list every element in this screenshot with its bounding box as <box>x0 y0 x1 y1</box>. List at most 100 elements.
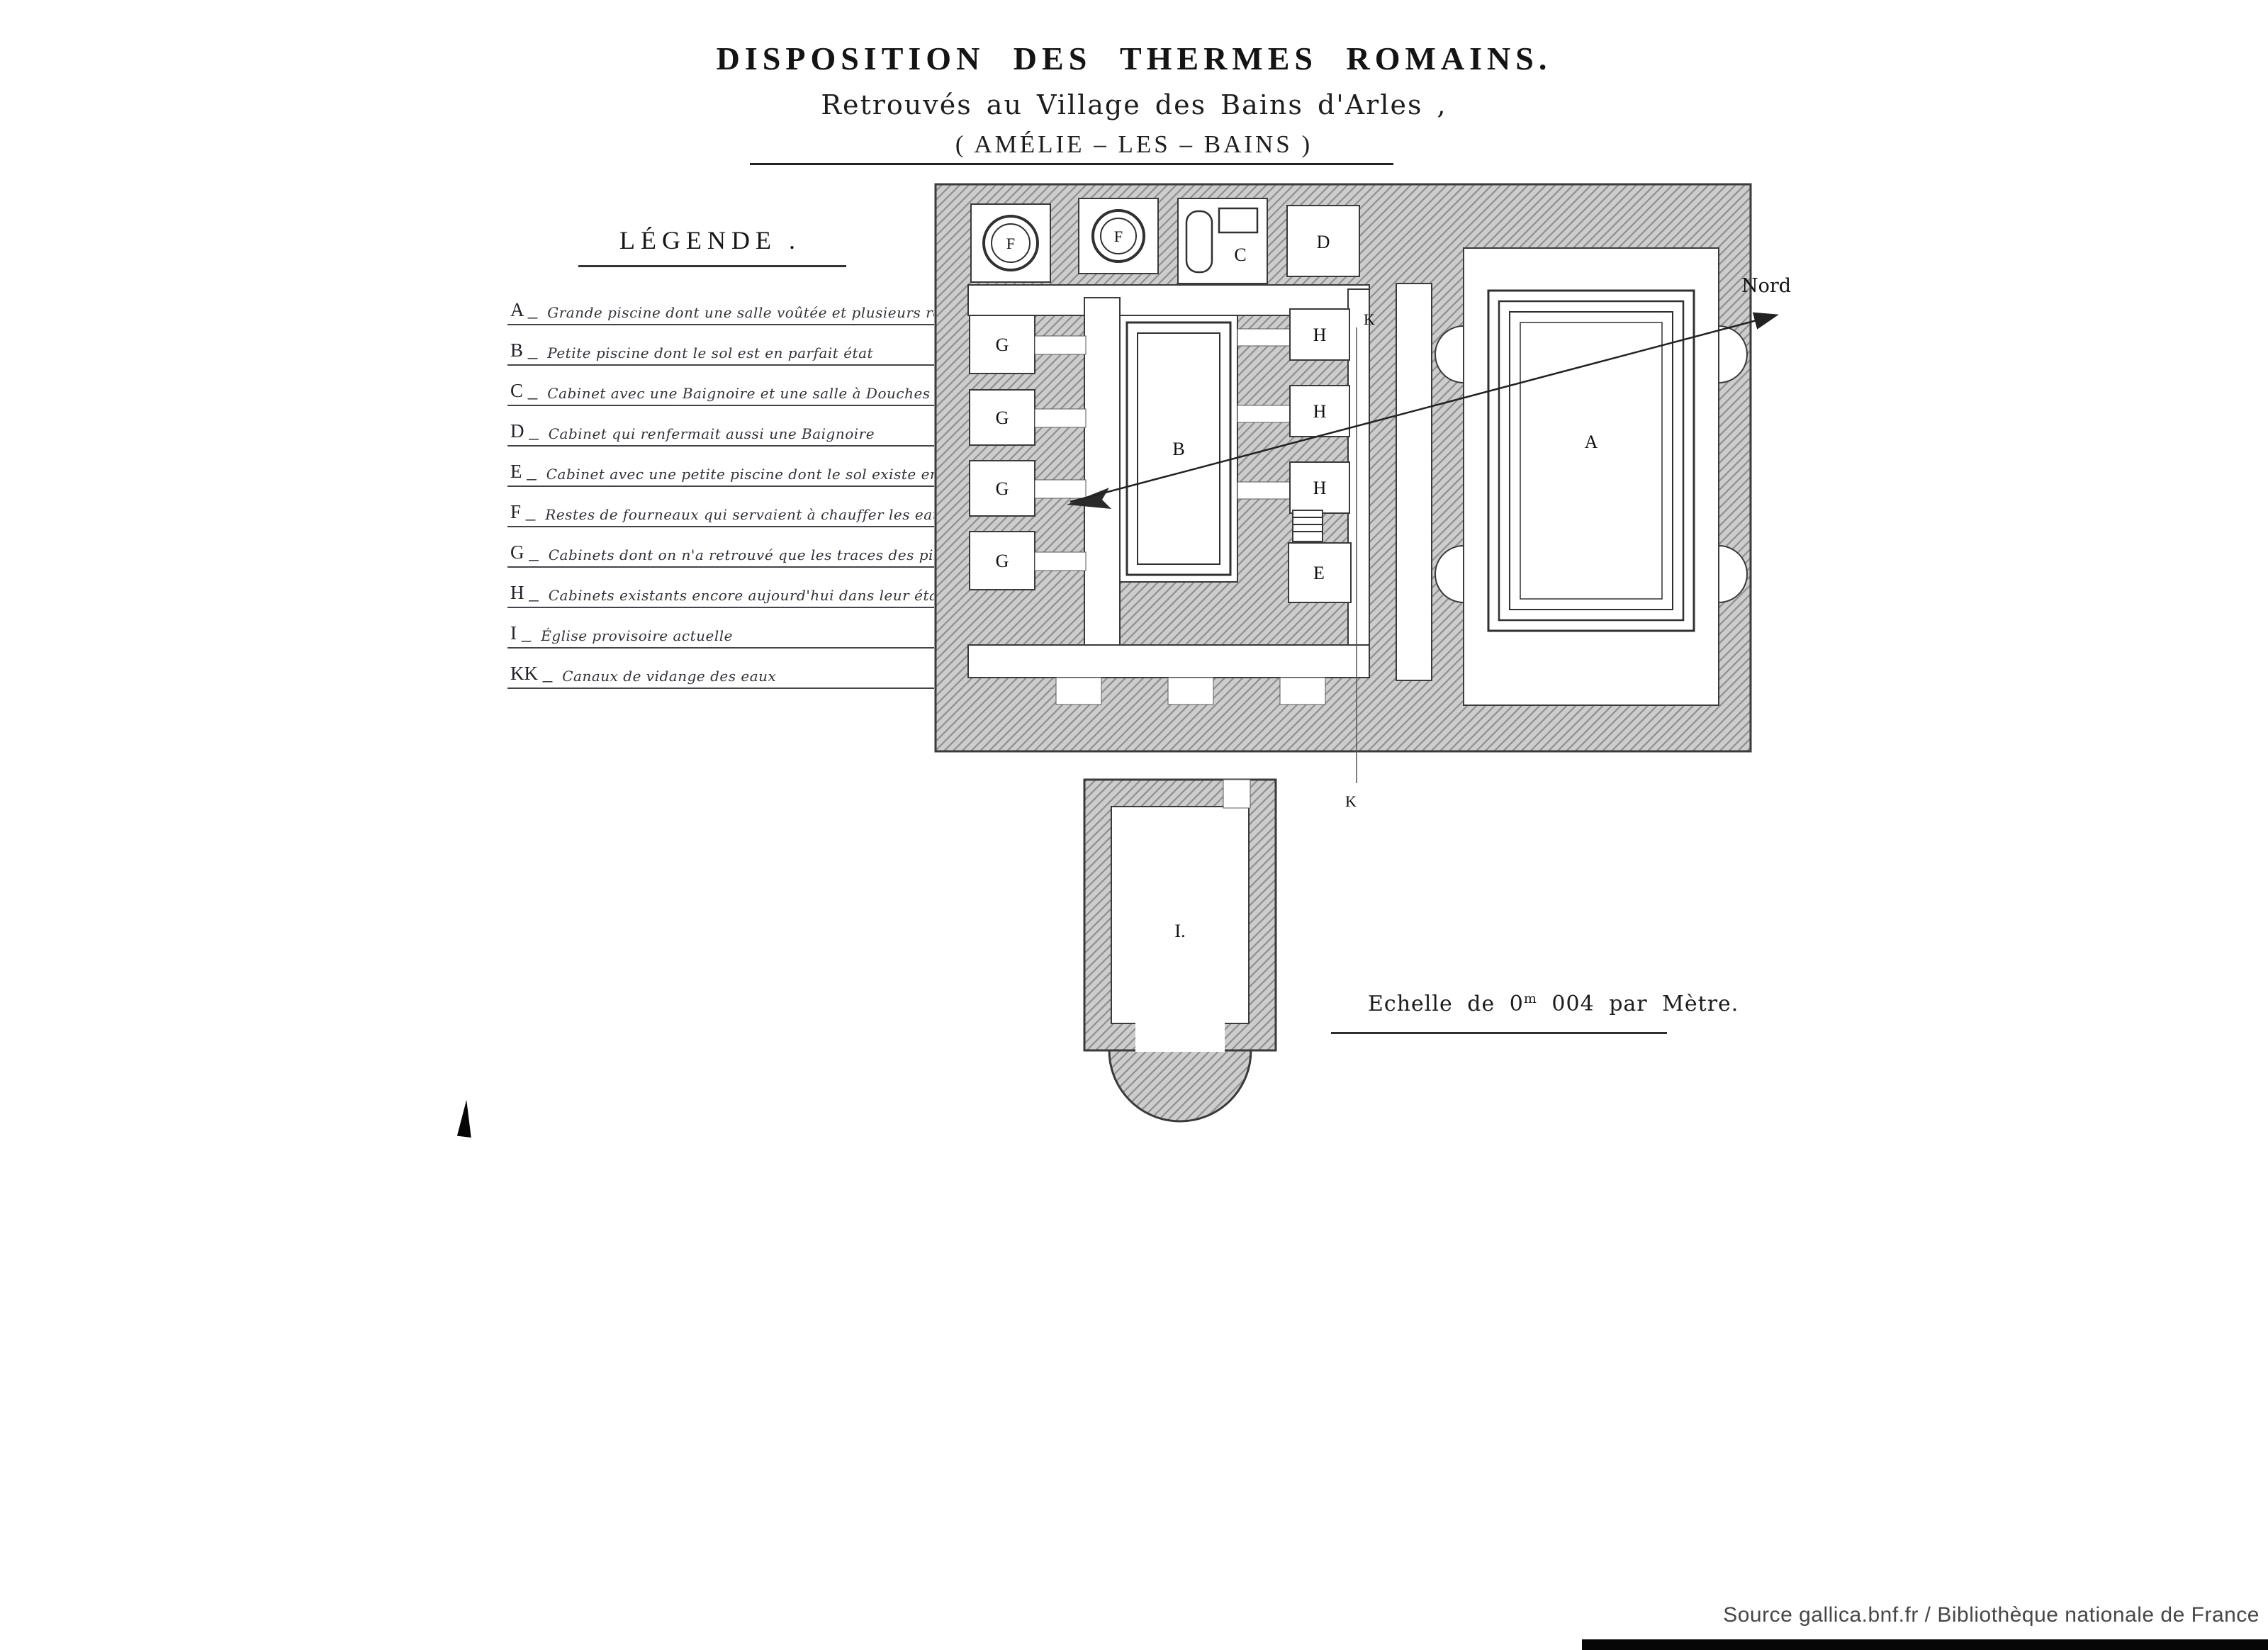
room-h1 <box>1289 308 1350 361</box>
legend-text: Cabinet avec une Baignoire et une salle … <box>547 385 931 402</box>
page-subtitle: Retrouvés au Village des Bains d'Arles , <box>821 89 1447 120</box>
scale-sup: m <box>1523 991 1537 1006</box>
legend-text: Canaux de vidange des eaux <box>562 668 777 685</box>
baths-main-block: F F C D G G G G B <box>934 183 1752 753</box>
furnace-f1-outer <box>982 215 1039 271</box>
scale-prefix: Echelle de 0 <box>1368 992 1524 1016</box>
doorway <box>1034 551 1087 571</box>
apse-wall <box>1108 1049 1252 1123</box>
room-label-b: B <box>1172 439 1184 459</box>
pool-a-rim4 <box>1520 322 1663 600</box>
basin-b-inner <box>1137 332 1220 565</box>
room-h3 <box>1289 461 1350 514</box>
legend-text: Cabinets dont on n'a retrouvé que les tr… <box>548 546 934 563</box>
east-corridor <box>1347 288 1370 675</box>
hall-a-interior <box>1463 247 1719 706</box>
room-h2 <box>1289 385 1350 437</box>
doorway <box>1034 335 1087 355</box>
room-g3 <box>969 460 1035 517</box>
legend-item-c: C _ Cabinet avec une Baignoire et une sa… <box>507 366 934 406</box>
legend-item-d: D _ Cabinet qui renfermait aussi une Bai… <box>507 406 934 447</box>
page-title: DISPOSITION DES THERMES ROMAINS. <box>716 40 1552 77</box>
room-label-h: H <box>1313 325 1327 345</box>
room-g4 <box>969 531 1035 590</box>
scale-note: Echelle de 0m 004 par Mètre. <box>1368 991 1739 1016</box>
legend-item-b: B _ Petite piscine dont le sol est en pa… <box>507 325 934 366</box>
room-e <box>1288 542 1352 603</box>
legend-text: Grande piscine dont une salle voûtée et … <box>547 304 934 321</box>
legend-item-f: F _ Restes de fourneaux qui servaient à … <box>507 487 934 527</box>
legend-key: D _ <box>510 420 539 442</box>
scan-edge-strip <box>1582 1639 2268 1650</box>
room-label-f: F <box>1006 235 1015 252</box>
north-label: Nord <box>1741 275 1791 297</box>
floor-plan: F F C D G G G G B <box>934 183 1791 1123</box>
south-doorway <box>1055 677 1102 705</box>
chapel-doorway <box>1223 779 1251 809</box>
west-corridor <box>1084 297 1121 675</box>
arrow-shaft <box>1070 312 1779 503</box>
legend-list: A _ Grande piscine dont une salle voûtée… <box>507 285 934 689</box>
room-label-e: E <box>1313 563 1325 583</box>
doorway <box>1034 479 1087 499</box>
legend-item-h: H _ Cabinets existants encore aujourd'hu… <box>507 568 934 608</box>
bottom-corridor <box>967 644 1370 678</box>
apse-connector <box>1135 1021 1225 1052</box>
doorway <box>1237 328 1291 347</box>
arrow-feather <box>1067 488 1111 509</box>
legend-text: Église provisoire actuelle <box>541 627 733 644</box>
legend-item-e: E _ Cabinet avec une petite piscine dont… <box>507 447 934 487</box>
legend-item-kk: KK _ Canaux de vidange des eaux <box>507 649 934 689</box>
legend-key: E _ <box>510 461 537 482</box>
niche <box>1435 325 1464 384</box>
pool-a-rim1 <box>1487 289 1695 632</box>
section-label-k: K <box>1345 792 1357 810</box>
bathtub-fixture <box>1185 210 1213 274</box>
page-region: ( AMÉLIE – LES – BAINS ) <box>955 130 1313 158</box>
chapel-block: I. <box>1083 778 1277 1123</box>
shower-fixture <box>1218 207 1259 234</box>
legend-text: Cabinet qui renfermait aussi une Baignoi… <box>548 425 875 442</box>
legend-key: A _ <box>510 299 538 320</box>
doorway <box>1237 481 1291 500</box>
source-credit: Source gallica.bnf.fr / Bibliothèque nat… <box>1723 1603 2259 1627</box>
legend-key: B _ <box>510 339 538 361</box>
legend-key: F _ <box>510 501 536 522</box>
room-g2 <box>969 389 1035 446</box>
legend-key: KK _ <box>510 663 553 684</box>
legend-item-a: A _ Grande piscine dont une salle voûtée… <box>507 285 934 325</box>
legend-key: I _ <box>510 622 532 644</box>
legend-text: Cabinet avec une petite piscine dont le … <box>546 466 934 483</box>
legend-heading: LÉGENDE . <box>619 226 801 254</box>
room-label-h: H <box>1313 478 1327 498</box>
niche <box>1718 544 1748 604</box>
legend-item-g: G _ Cabinets dont on n'a retrouvé que le… <box>507 527 934 568</box>
room-b <box>1119 315 1238 583</box>
room-label-c: C <box>1234 245 1246 265</box>
south-doorway <box>1279 677 1326 705</box>
room-label-g: G <box>996 335 1009 355</box>
doorway <box>1237 405 1291 423</box>
basin-b-outer <box>1125 321 1232 576</box>
niche <box>1435 544 1464 604</box>
legend-key: G _ <box>510 541 539 563</box>
gap-corridor <box>1396 283 1432 681</box>
pool-a-rim3 <box>1509 311 1673 610</box>
room-label-g: G <box>996 551 1009 571</box>
room-label-f: F <box>1114 228 1123 245</box>
steps <box>1292 510 1323 542</box>
title-underline <box>750 163 1393 165</box>
niche <box>1718 325 1748 384</box>
furnace-f2-outer <box>1091 209 1145 263</box>
room-label-g: G <box>996 408 1009 428</box>
room-label-h: H <box>1313 401 1327 422</box>
legend-text: Restes de fourneaux qui servaient à chau… <box>545 506 934 523</box>
north-arrow: Nord <box>1067 275 1791 509</box>
legend-text: Petite piscine dont le sol est en parfai… <box>547 344 874 361</box>
legend-item-i: I _ Église provisoire actuelle <box>507 608 934 649</box>
doorway <box>1034 408 1087 428</box>
ink-mark <box>456 1099 476 1138</box>
chapel-interior <box>1111 806 1250 1024</box>
legend-key: C _ <box>510 380 538 401</box>
legend-underline <box>578 265 846 267</box>
